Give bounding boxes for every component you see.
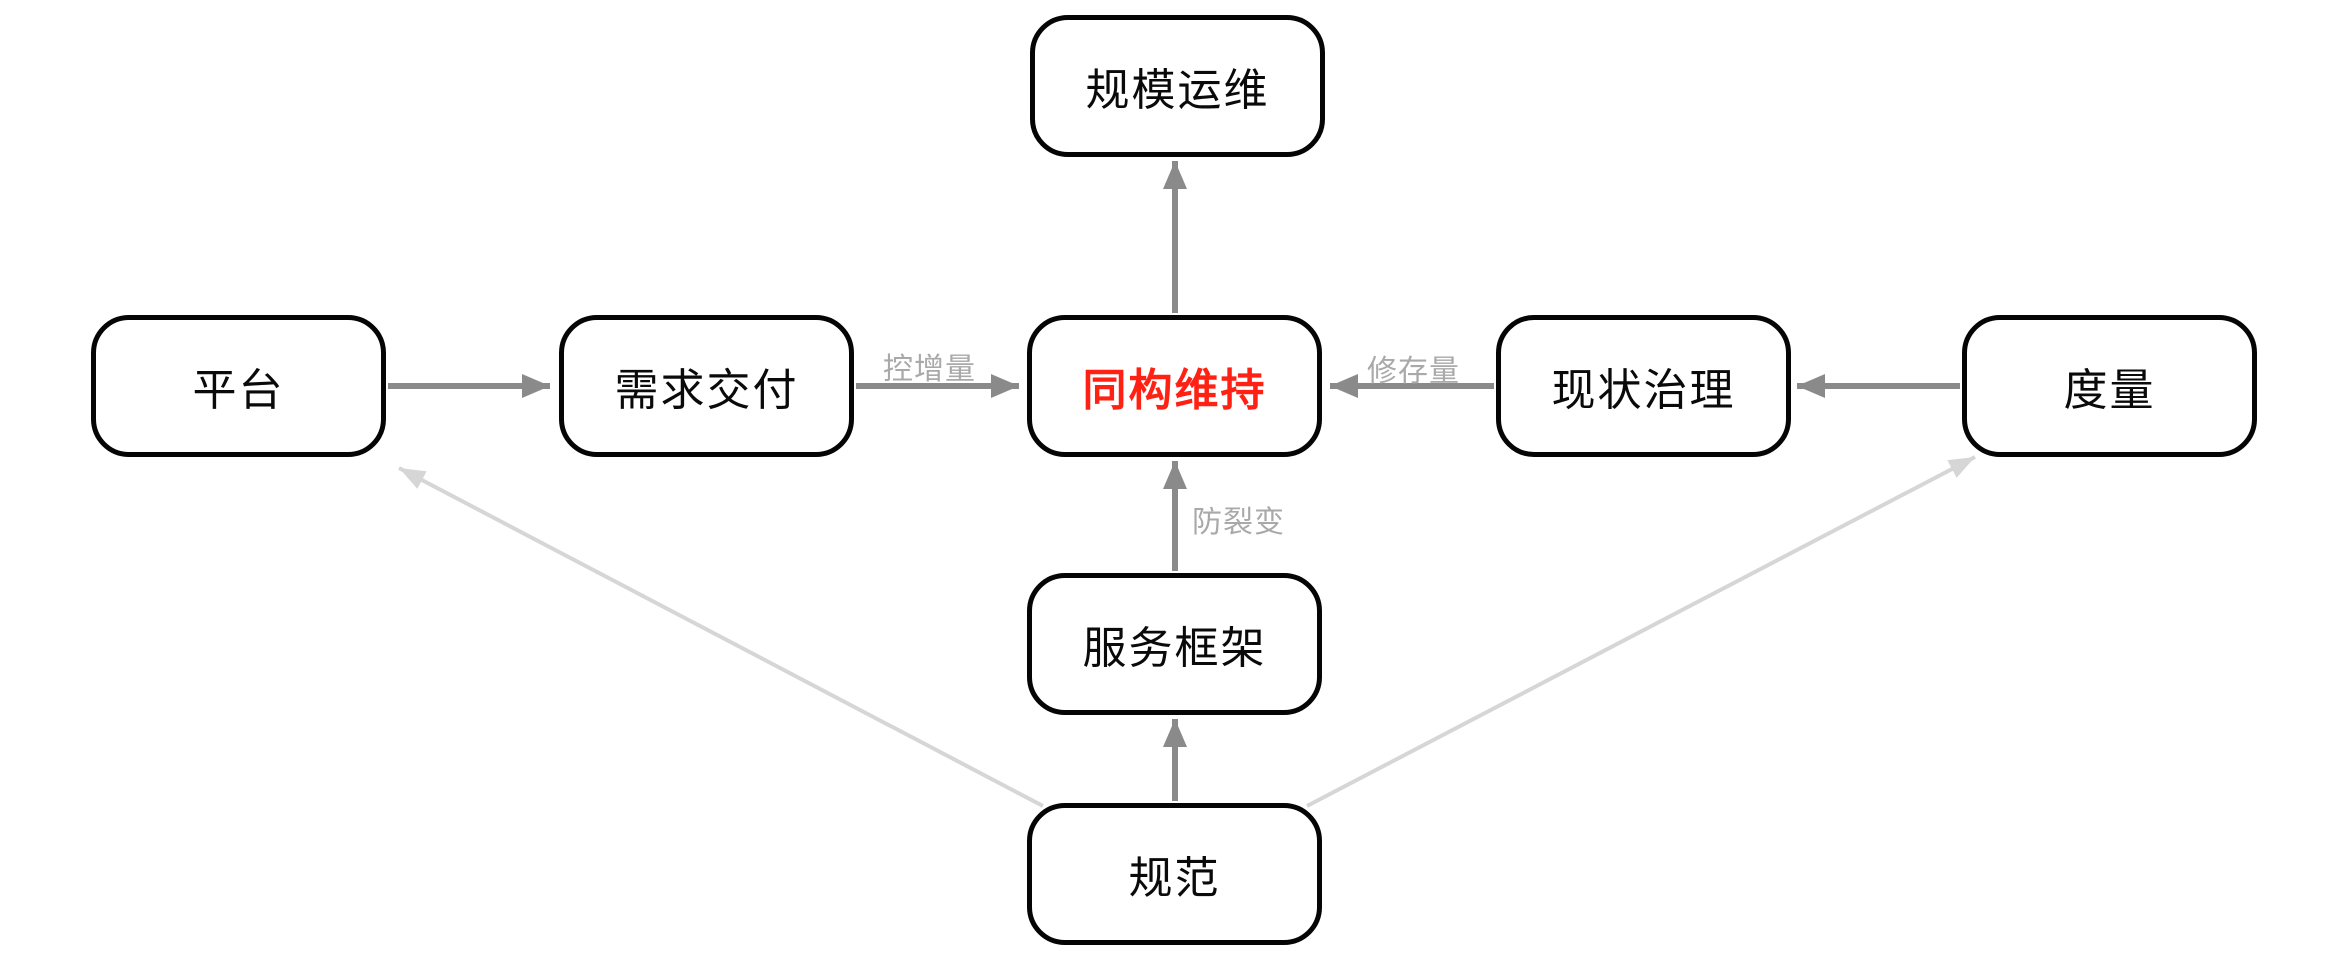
edge-label-fix-stock: 修存量 — [1367, 355, 1460, 388]
node-specification: 规范 — [1027, 803, 1322, 945]
edge-label-prevent-fission: 防裂变 — [1192, 506, 1285, 539]
node-scale-ops-label: 规模运维 — [1085, 66, 1270, 115]
edge-label-control-increment: 控增量 — [883, 353, 976, 386]
node-measurement-label: 度量 — [2063, 366, 2156, 415]
node-scale-ops: 规模运维 — [1030, 15, 1325, 157]
node-demand-delivery-label: 需求交付 — [614, 366, 799, 415]
node-service-framework: 服务框架 — [1027, 573, 1322, 715]
edge-spec-to-platform-arrow — [398, 466, 1044, 808]
node-measurement: 度量 — [1962, 315, 2257, 457]
node-demand-delivery: 需求交付 — [559, 315, 854, 457]
node-isomorphic-maintenance: 同构维持 — [1027, 315, 1322, 457]
edge-spec-to-measurement-arrow — [1306, 455, 1976, 808]
node-isomorphic-maintenance-label: 同构维持 — [1082, 366, 1267, 415]
node-platform: 平台 — [91, 315, 386, 457]
node-service-framework-label: 服务框架 — [1082, 624, 1267, 673]
node-platform-label: 平台 — [192, 366, 285, 415]
node-status-governance: 现状治理 — [1496, 315, 1791, 457]
node-status-governance-label: 现状治理 — [1551, 366, 1736, 415]
node-specification-label: 规范 — [1128, 854, 1221, 903]
